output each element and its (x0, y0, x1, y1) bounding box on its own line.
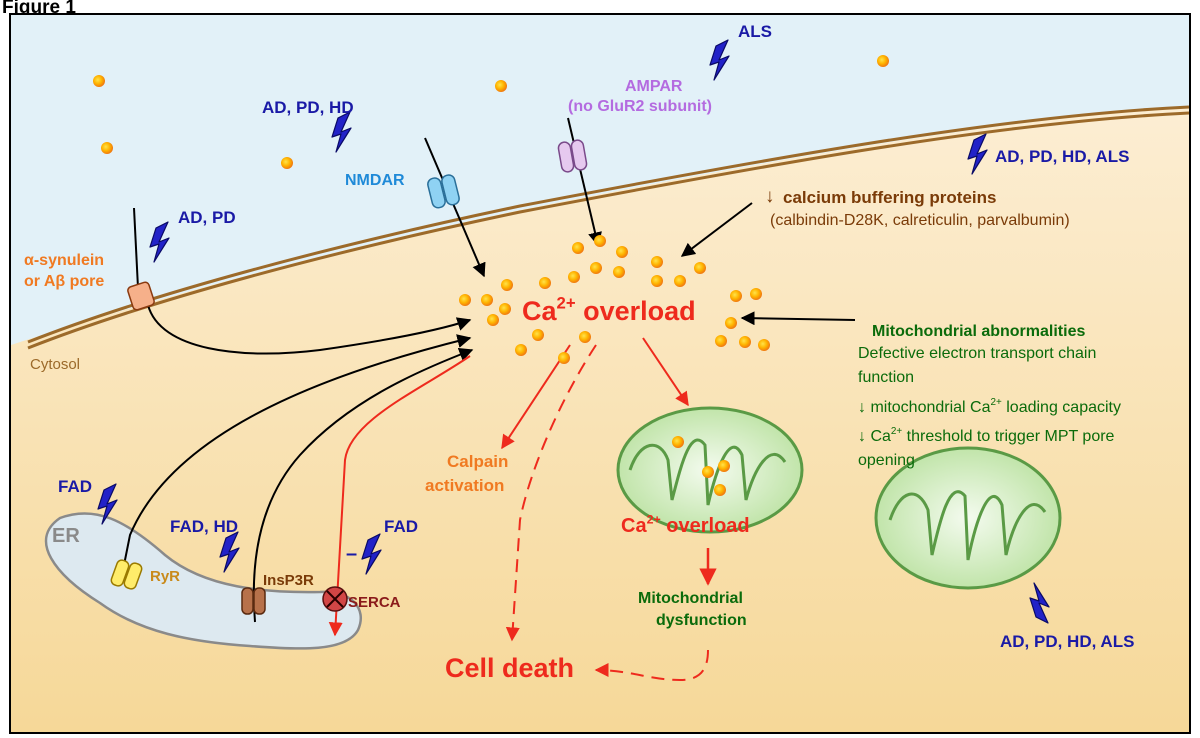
calpain-label-line1: Calpain (447, 452, 509, 471)
mito-abnormality-2-charge: 2+ (990, 397, 1002, 409)
serca-label: SERCA (348, 594, 401, 611)
mito-abnormality-3-charge: 2+ (890, 426, 903, 438)
calcium-overload-mito-suffix: overload (660, 515, 750, 537)
nmdar-channel (427, 174, 460, 209)
pore-label-line1: α-synulein (24, 252, 105, 269)
serca-pump (322, 586, 348, 612)
inhibition-minus-sign: – (346, 543, 358, 565)
ampar-channel (557, 139, 588, 173)
mito-abnormality-2-pre: ↓ mitochondrial Ca (858, 399, 991, 416)
mitochondrion-2 (874, 446, 1062, 590)
ryr-channel (110, 559, 143, 590)
extracellular-space (11, 15, 1189, 345)
buffer-proteins-list: (calbindin-D28K, calreticulin, parvalbum… (770, 212, 1070, 229)
buffer-proteins-title: calcium buffering proteins (783, 188, 997, 207)
insp3r-channel (241, 587, 266, 615)
insp3r-label: InsP3R (263, 572, 314, 589)
ampar-subunit-label: (no GluR2 subunit) (568, 98, 712, 115)
fad-hd-label: FAD, HD (170, 517, 238, 536)
buffer-down-arrow: ↓ (765, 186, 775, 207)
als-top-label: ALS (738, 22, 772, 41)
er-label: ER (52, 525, 80, 547)
calcium-overload-main: Ca2+ overload (522, 293, 696, 327)
mito-abnormality-3-post: threshold to trigger MPT pore (902, 428, 1115, 445)
ad-pd-label: AD, PD (178, 208, 236, 227)
mito-dysfunction-line1: Mitochondrial (638, 590, 743, 607)
mito-abnormality-3-pre: ↓ Ca (858, 428, 891, 445)
mito-abnormality-1: Defective electron transport chain (858, 345, 1097, 362)
mito-abnormalities-title: Mitochondrial abnormalities (872, 323, 1086, 340)
mito-abnormality-3: ↓ Ca2+ threshold to trigger MPT pore (858, 426, 1115, 446)
calcium-overload-main-charge: 2+ (556, 293, 576, 313)
cytosol-label: Cytosol (30, 356, 81, 373)
black-arrows (119, 117, 856, 623)
ad-pd-hd-als-bottom-label: AD, PD, HD, ALS (1000, 632, 1135, 651)
ampar-label: AMPAR (625, 78, 683, 95)
cell-death-label: Cell death (445, 653, 575, 683)
nmdar-label: NMDAR (345, 172, 405, 189)
mito-abnormality-2: ↓ mitochondrial Ca2+ loading capacity (858, 397, 1121, 417)
calcium-overload-mito-prefix: Ca (621, 515, 647, 537)
calcium-overload-main-prefix: Ca (522, 296, 557, 326)
calcium-overload-mito-charge: 2+ (646, 512, 661, 527)
calcium-overload-mito: Ca2+ overload (621, 512, 750, 538)
calcium-overload-main-suffix: overload (575, 296, 696, 326)
plasma-membrane-outer (27, 105, 1190, 344)
ad-pd-hd-label: AD, PD, HD (262, 98, 354, 117)
plasma-membrane-inner (27, 111, 1190, 350)
calpain-label-line2: activation (425, 476, 505, 495)
ad-pd-hd-als-top-label: AD, PD, HD, ALS (995, 147, 1130, 166)
fad-ryr-label: FAD (58, 477, 92, 496)
calcium-ions (93, 55, 889, 496)
mito-abnormality-2-post: loading capacity (1001, 399, 1121, 416)
ryr-label: RyR (150, 568, 181, 585)
mito-abnormality-3-cont: opening (858, 452, 915, 469)
pore-channel (127, 281, 155, 311)
pore-label-line2: or Aβ pore (24, 273, 105, 290)
mito-dysfunction-line2: dysfunction (656, 612, 747, 629)
red-arrows (328, 337, 717, 682)
mito-abnormality-1-cont: function (858, 369, 915, 386)
endoplasmic-reticulum (44, 512, 362, 650)
fad-serca-label: FAD (384, 517, 418, 536)
